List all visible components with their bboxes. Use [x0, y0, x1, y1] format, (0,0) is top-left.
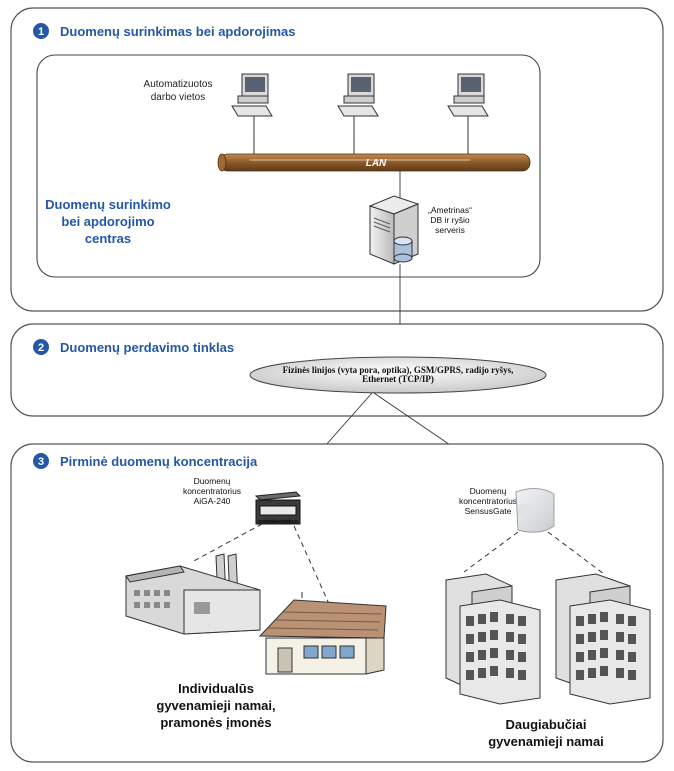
section-1-number: 1 — [38, 26, 44, 38]
section-3-title: Pirminė duomenų koncentracija — [60, 454, 258, 469]
aiga-concentrator-icon — [254, 491, 302, 525]
workstation-icon — [337, 73, 379, 162]
right-group-label-1: Daugiabučiai — [506, 717, 587, 732]
house-icon — [258, 592, 387, 675]
section-3-badge — [33, 453, 49, 469]
aiga-label-3: AiGA-240 — [194, 496, 231, 506]
network-cloud — [249, 356, 547, 394]
section-3-number: 3 — [38, 456, 44, 468]
database-icon — [393, 236, 413, 263]
server-label-1: „Ametrinas“ — [428, 205, 472, 215]
sensus-label-2: koncentratorius — [459, 496, 517, 506]
section-2-title: Duomenų perdavimo tinklas — [60, 340, 234, 355]
sensus-label-1: Duomenų — [470, 486, 507, 496]
aiga-label-2: koncentratorius — [183, 486, 241, 496]
server-label-3: serveris — [435, 225, 465, 235]
center-title-2: bei apdorojimo — [61, 214, 154, 229]
factory-icon — [125, 553, 261, 635]
section-1-title: Duomenų surinkimas bei apdorojimas — [60, 24, 296, 39]
left-group-label-3: pramonės įmonės — [160, 715, 271, 730]
section-2-badge — [33, 339, 49, 355]
center-title-1: Duomenų surinkimo — [45, 197, 171, 212]
sensusgate-concentrator-icon — [515, 488, 555, 533]
server-label-2: DB ir ryšio — [430, 215, 469, 225]
workstations-label-2: darbo vietos — [151, 92, 205, 103]
left-group-label-1: Individualūs — [178, 681, 254, 696]
workstation-icon — [447, 73, 489, 162]
center-title-3: centras — [85, 231, 131, 246]
apartment-building-icon — [459, 599, 541, 705]
lan-label: LAN — [366, 158, 387, 169]
section-2-number: 2 — [38, 342, 44, 354]
section-1-badge — [33, 23, 49, 39]
network-line-1: Fizinės linijos (vyta pora, optika), GSM… — [283, 365, 514, 375]
apartment-building-icon — [569, 599, 651, 705]
sensus-label-3: SensusGate — [465, 506, 512, 516]
workstations-label-1: Automatizuotos — [144, 79, 213, 90]
lan-bus — [217, 153, 531, 172]
network-line-2: Ethernet (TCP/IP) — [362, 374, 434, 384]
left-group-label-2: gyvenamieji namai, — [156, 698, 275, 713]
right-group-label-2: gyvenamieji namai — [488, 734, 604, 749]
aiga-label-1: Duomenų — [194, 476, 231, 486]
aiga-device-text: AiGA-240 — [265, 518, 291, 525]
